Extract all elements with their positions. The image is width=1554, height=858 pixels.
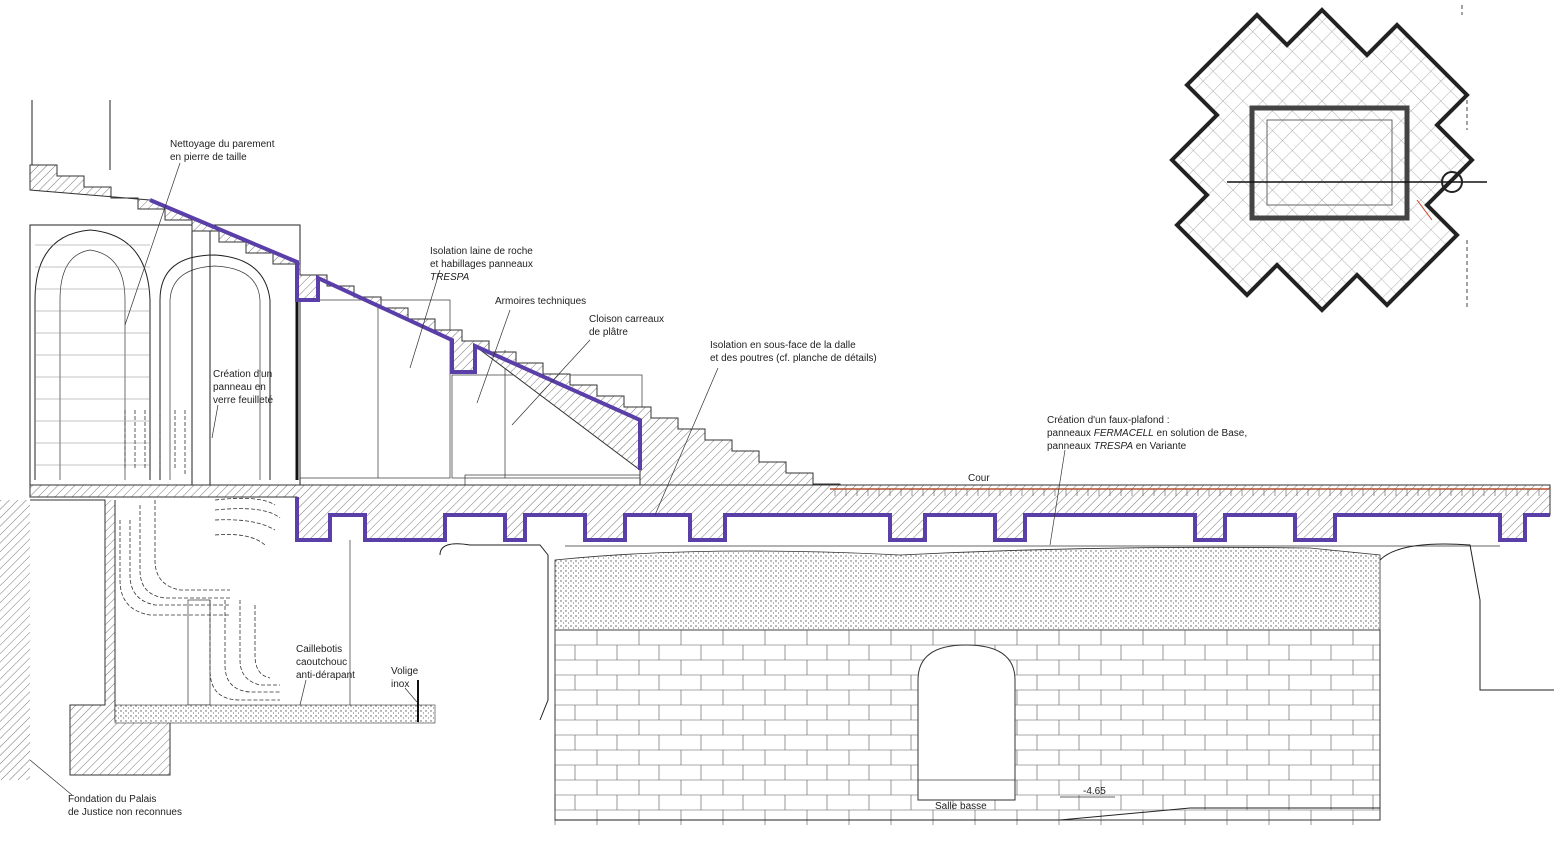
spiral-stair-plan xyxy=(1441,171,1463,193)
plan-outline xyxy=(1169,7,1475,313)
arch-left xyxy=(34,229,151,480)
arch-opening xyxy=(917,644,1016,801)
roof-insulation xyxy=(149,198,642,470)
rubble-fill xyxy=(554,546,1381,631)
plan-inset xyxy=(1169,5,1487,313)
right-wall xyxy=(1379,543,1554,691)
label-salle-basse: Salle basse xyxy=(935,801,987,812)
label-armoires: Armoires techniques xyxy=(495,296,586,307)
label-cour: Cour xyxy=(968,473,990,484)
label-faux-plafond: Création d'un faux-plafond :panneaux FER… xyxy=(1047,415,1247,452)
pillar xyxy=(191,229,211,486)
leader-lines xyxy=(29,162,1066,796)
slab-insulation xyxy=(295,497,1550,542)
plan-inner-room xyxy=(1249,105,1410,221)
floor-slab xyxy=(29,484,1551,541)
salle-basse-masonry xyxy=(554,543,1554,825)
left-building xyxy=(29,100,756,706)
level-marker: -4.65 xyxy=(1083,786,1106,797)
foundation-footing xyxy=(30,499,171,776)
grating-floor xyxy=(114,704,436,724)
arch-right xyxy=(159,254,271,480)
label-parement: Nettoyage du parement xyxy=(170,139,275,150)
palais-foundation xyxy=(0,500,30,780)
